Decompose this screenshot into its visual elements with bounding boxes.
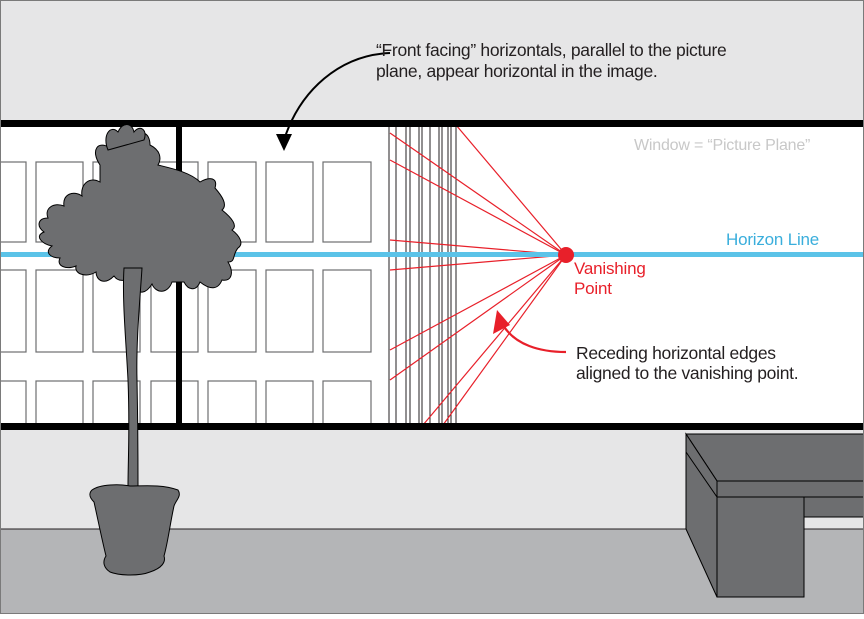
horizon-line xyxy=(0,252,864,257)
receding-edge-line xyxy=(455,124,567,256)
bench-back-slab xyxy=(803,496,864,518)
building-window xyxy=(35,269,84,353)
front-facing-arrowhead xyxy=(276,134,292,151)
front-facing-arrow xyxy=(276,52,391,151)
vanishing-point xyxy=(558,247,574,263)
bench xyxy=(685,432,864,598)
upper-wall xyxy=(0,0,864,122)
building-window xyxy=(0,161,27,243)
window-frame-bottom xyxy=(0,423,864,430)
bench-top-front xyxy=(716,480,864,498)
receding-arrow-curve xyxy=(502,324,567,354)
front-facing-arrow-curve xyxy=(283,52,391,141)
bench-leg xyxy=(716,496,805,598)
window-label: Window = “Picture Plane” xyxy=(634,137,811,154)
building-window xyxy=(265,161,314,243)
building-window xyxy=(207,269,257,353)
plant-leaf-top xyxy=(105,124,146,151)
vanishing-label-line-2: Point xyxy=(574,279,612,298)
plant-canopy xyxy=(38,132,242,293)
potted-plant xyxy=(38,124,242,576)
plant-pot xyxy=(89,484,180,576)
receding-line-2: aligned to the vanishing point. xyxy=(576,363,799,383)
receding-edge-line xyxy=(389,254,567,351)
receding-edge-line xyxy=(389,254,567,271)
receding-line-1: Receding horizontal edges xyxy=(576,343,776,363)
building-receding-face xyxy=(388,125,457,425)
front-facing-line-2: plane, appear horizontal in the image. xyxy=(376,61,658,81)
receding-annotation: Receding horizontal edges aligned to the… xyxy=(576,343,799,383)
vanishing-point-label: Vanishing Point xyxy=(574,259,646,299)
building-window xyxy=(322,269,372,353)
building-window xyxy=(322,161,372,243)
receding-edges xyxy=(389,124,567,426)
receding-edge-line xyxy=(442,254,567,426)
receding-edge-line xyxy=(422,254,567,426)
building-window xyxy=(265,269,314,353)
receding-edge-line xyxy=(389,159,567,256)
front-facing-annotation: “Front facing” horizontals, parallel to … xyxy=(376,40,727,82)
receding-edge-line xyxy=(389,132,567,256)
receding-arrowhead xyxy=(493,310,510,334)
horizon-label: Horizon Line xyxy=(726,230,820,249)
window-frame-top xyxy=(0,120,864,127)
receding-arrow xyxy=(493,310,567,354)
building-front-face xyxy=(0,161,372,428)
building-window xyxy=(0,269,27,353)
receding-edge-line xyxy=(389,254,567,381)
front-facing-line-1: “Front facing” horizontals, parallel to … xyxy=(376,40,727,60)
vanishing-label-line-1: Vanishing xyxy=(574,259,646,278)
